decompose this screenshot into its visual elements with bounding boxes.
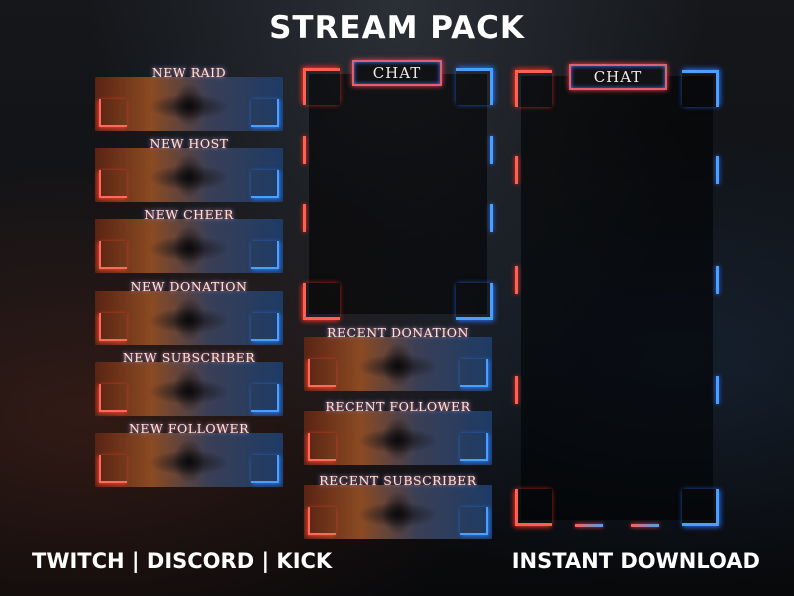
alert-banner — [95, 77, 283, 131]
bracket-right — [251, 455, 279, 483]
side-mark-right — [716, 376, 719, 404]
bracket-left — [99, 313, 127, 341]
alert-new-host: NEW HOST — [95, 136, 283, 202]
bottom-mark — [631, 524, 659, 527]
corner-bottom-left — [303, 283, 340, 320]
bracket-right — [460, 433, 488, 461]
alert-label: RECENT FOLLOWER — [325, 399, 471, 414]
bracket-right — [251, 313, 279, 341]
corner-top-right — [682, 70, 719, 107]
page-title: STREAM PACK — [269, 10, 525, 46]
bracket-left — [99, 170, 127, 198]
alert-banner — [95, 291, 283, 345]
recent-subscriber: RECENT SUBSCRIBER — [304, 473, 492, 539]
bracket-right — [251, 241, 279, 269]
corner-bottom-right — [456, 283, 493, 320]
alert-banner — [304, 337, 492, 391]
chat-title: CHAT — [352, 60, 442, 86]
bracket-right — [251, 170, 279, 198]
recent-follower: RECENT FOLLOWER — [304, 399, 492, 465]
alert-label: RECENT SUBSCRIBER — [319, 473, 477, 488]
bracket-left — [99, 241, 127, 269]
alert-new-follower: NEW FOLLOWER — [95, 421, 283, 487]
side-mark-left — [303, 204, 306, 232]
side-mark-right — [490, 204, 493, 232]
side-mark-right — [716, 266, 719, 294]
side-mark-left — [303, 136, 306, 164]
bottom-mark — [575, 524, 603, 527]
alert-new-raid: NEW RAID — [95, 65, 283, 131]
alert-label: RECENT DONATION — [327, 325, 469, 340]
chat-frame-tall: CHAT — [515, 64, 719, 527]
side-mark-left — [515, 266, 518, 294]
bracket-right — [251, 99, 279, 127]
corner-bottom-right — [682, 489, 719, 526]
bracket-left — [308, 433, 336, 461]
bracket-left — [308, 507, 336, 535]
chat-area — [521, 76, 713, 520]
chat-title: CHAT — [569, 64, 667, 90]
alert-label: NEW HOST — [149, 136, 229, 151]
side-mark-left — [515, 376, 518, 404]
side-mark-right — [490, 136, 493, 164]
bracket-left — [99, 99, 127, 127]
bracket-right — [251, 384, 279, 412]
platforms-text: TWITCH | DISCORD | KICK — [32, 549, 333, 573]
corner-top-left — [303, 68, 340, 105]
corner-top-right — [456, 68, 493, 105]
chat-area — [309, 74, 487, 314]
alert-label: NEW SUBSCRIBER — [122, 350, 256, 365]
recent-donation: RECENT DONATION — [304, 325, 492, 391]
chat-frame-small: CHAT — [303, 60, 493, 320]
bracket-left — [308, 359, 336, 387]
alert-banner — [95, 148, 283, 202]
alert-label: NEW DONATION — [130, 279, 248, 294]
alert-banner — [304, 411, 492, 465]
bracket-right — [460, 359, 488, 387]
alert-label: NEW CHEER — [144, 207, 234, 222]
alert-banner — [95, 362, 283, 416]
corner-top-left — [515, 70, 552, 107]
bracket-left — [99, 455, 127, 483]
bracket-left — [99, 384, 127, 412]
alert-new-donation: NEW DONATION — [95, 279, 283, 345]
corner-bottom-left — [515, 489, 552, 526]
alert-label: NEW RAID — [151, 65, 227, 80]
alert-banner — [304, 485, 492, 539]
alert-new-cheer: NEW CHEER — [95, 207, 283, 273]
alert-new-subscriber: NEW SUBSCRIBER — [95, 350, 283, 416]
alert-label: NEW FOLLOWER — [128, 421, 250, 436]
alert-banner — [95, 433, 283, 487]
alert-banner — [95, 219, 283, 273]
side-mark-left — [515, 156, 518, 184]
side-mark-right — [716, 156, 719, 184]
bracket-right — [460, 507, 488, 535]
instant-download-text: INSTANT DOWNLOAD — [511, 549, 760, 573]
